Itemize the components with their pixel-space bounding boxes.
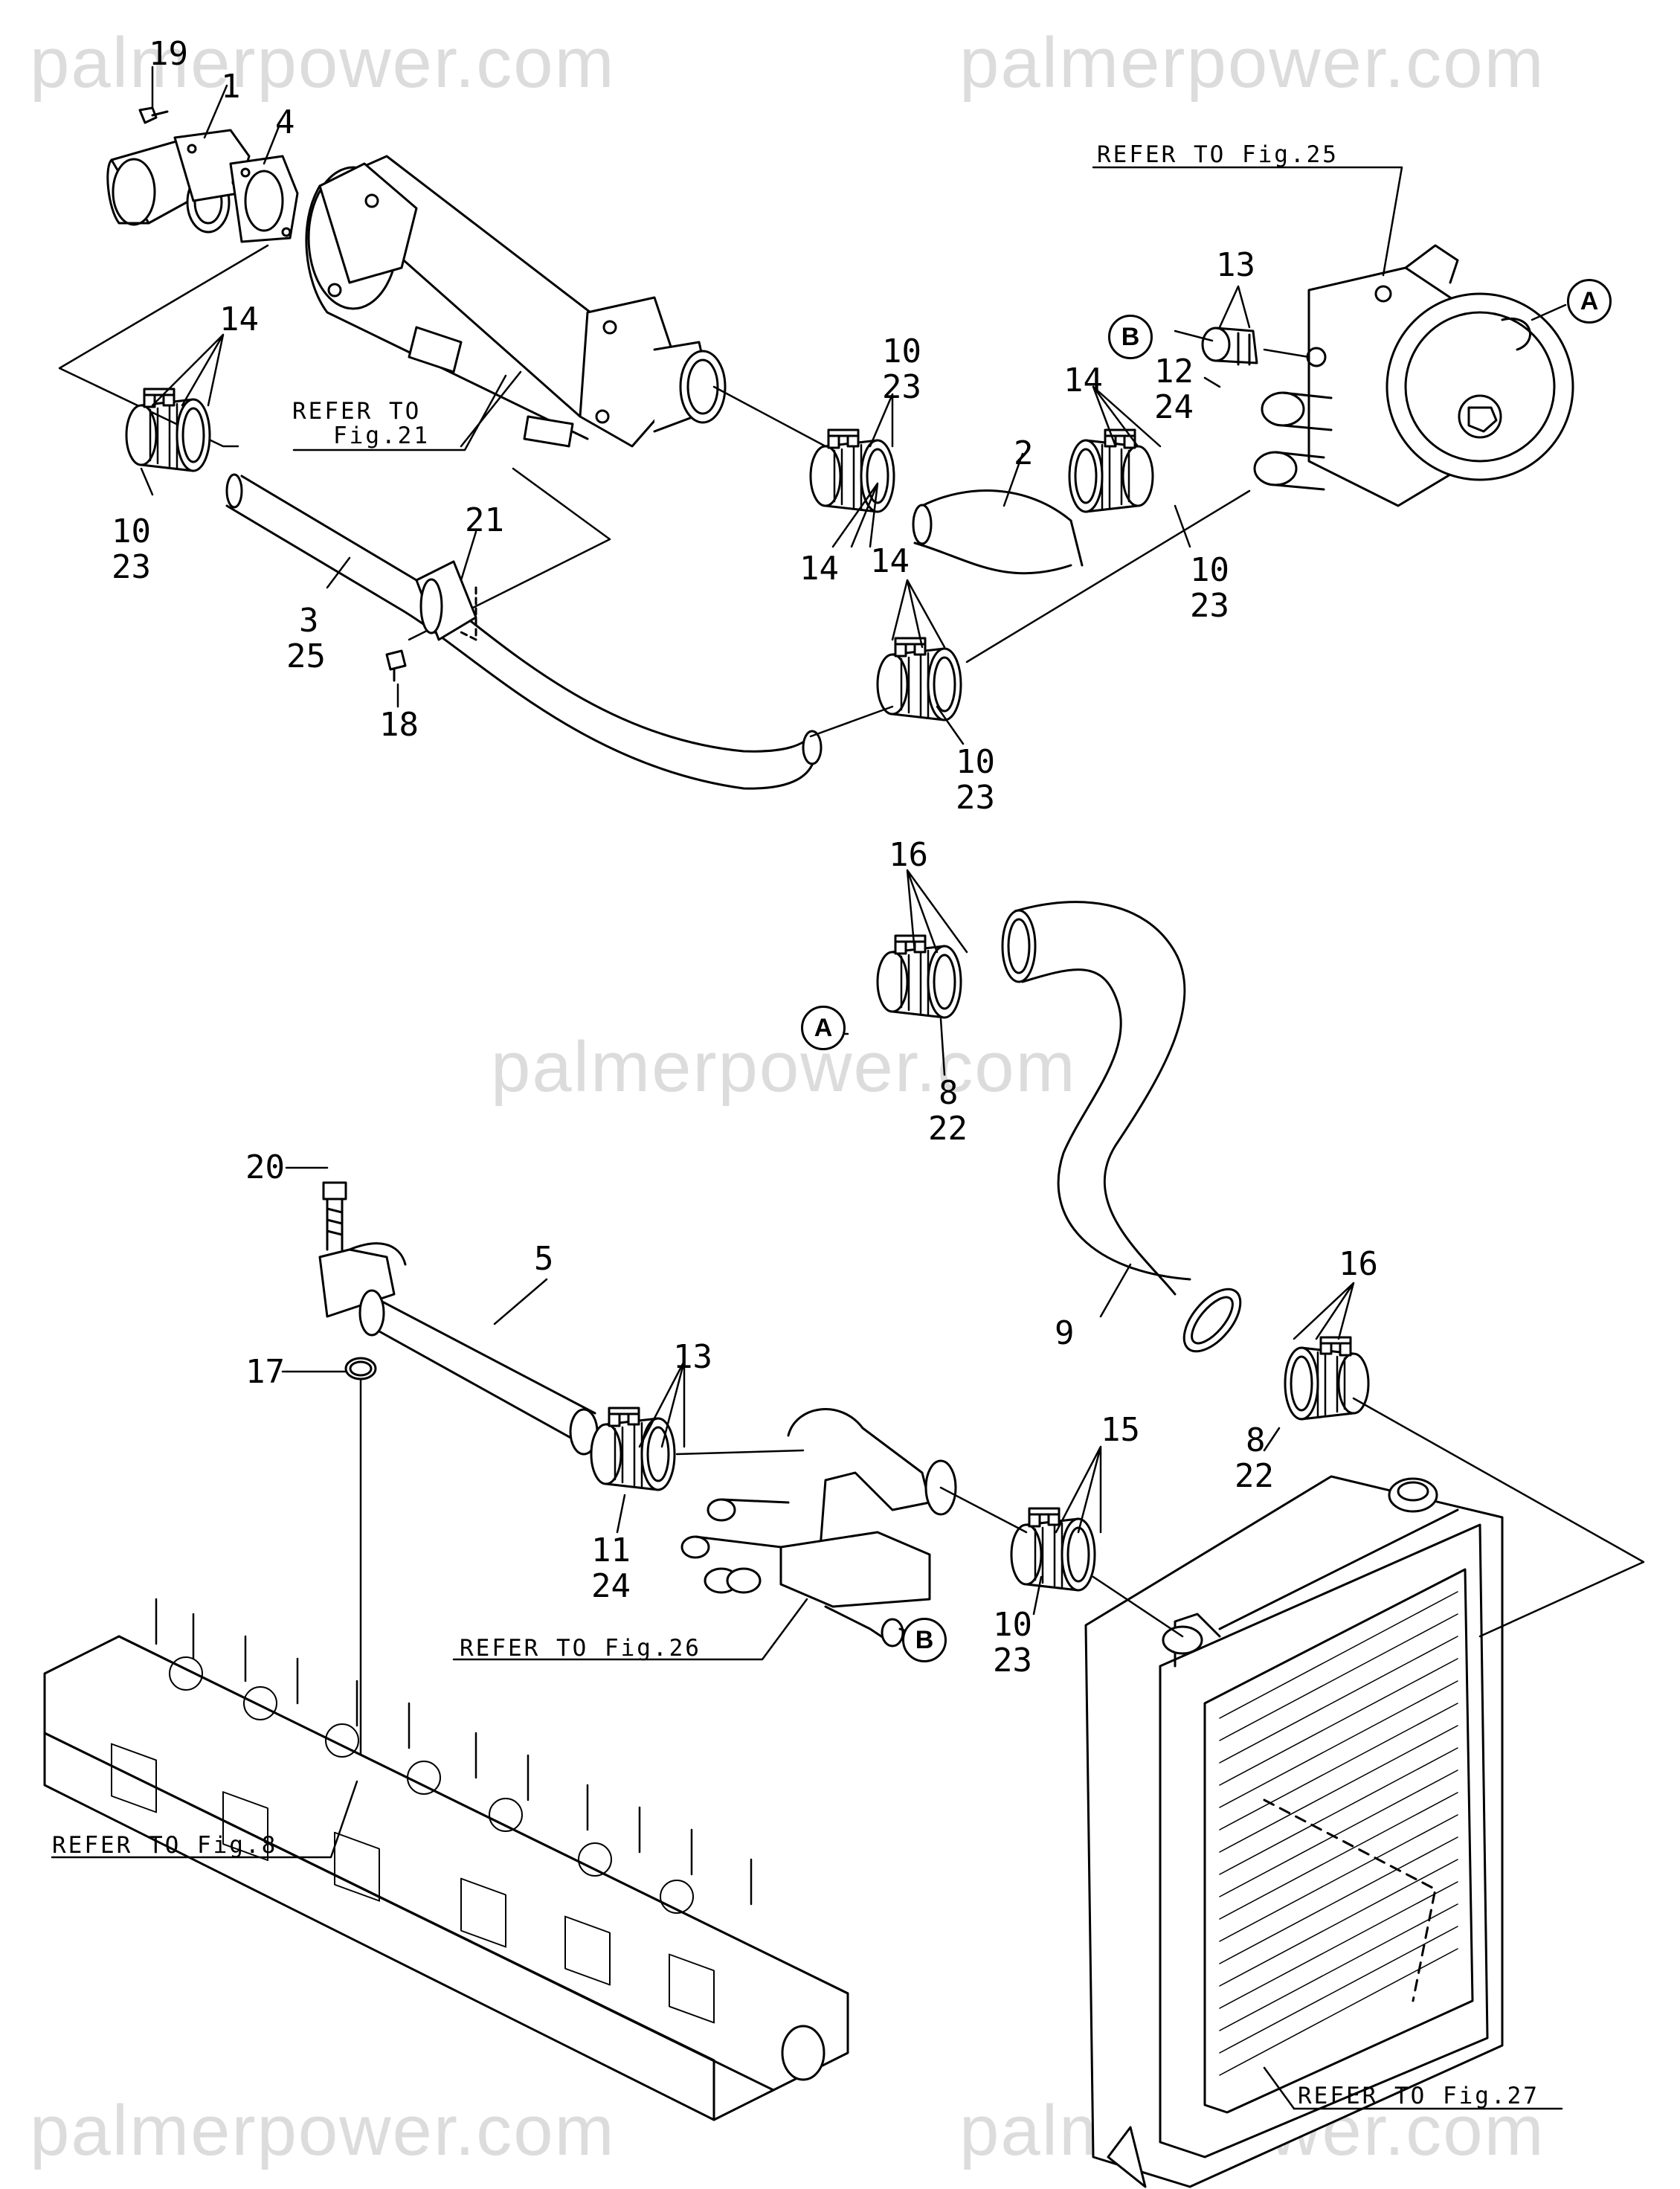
connector-a-mid: A (801, 1006, 846, 1050)
oil-cooler (305, 155, 727, 448)
part-22-lower: 22 (1235, 1457, 1274, 1495)
part-23-mid: 23 (882, 368, 921, 406)
hose-9 (1001, 901, 1242, 1353)
part-17: 17 (245, 1353, 285, 1391)
watermark-top-right: palmerpower.com (959, 23, 1545, 103)
clamp-13-lower (590, 1407, 676, 1491)
part-3: 3 (299, 602, 319, 640)
clamp-16-lower (1284, 1336, 1370, 1421)
part-10-bottom: 10 (993, 1606, 1032, 1644)
watermark-bottom-left: palmerpower.com (30, 2091, 616, 2170)
reference-fig26: REFER TO Fig.26 (460, 1635, 701, 1662)
part-13-top: 13 (1216, 246, 1255, 284)
clamp-16-top (876, 934, 962, 1019)
sleeve-21 (415, 560, 477, 641)
connector-b-top: B (1108, 315, 1153, 359)
part-8-lower: 8 (1246, 1421, 1266, 1459)
bolt-18 (385, 649, 407, 682)
fitting-12 (1201, 327, 1310, 366)
outlet-elbow (106, 129, 251, 234)
cylinder-head (43, 1598, 849, 2121)
part-11: 11 (591, 1531, 631, 1569)
part-5: 5 (534, 1240, 554, 1278)
clamp-14-top-left (125, 388, 211, 472)
part-10-left: 10 (112, 512, 151, 550)
part-10-right: 10 (1190, 551, 1229, 589)
connector-b-bottom: B (902, 1618, 947, 1662)
watermark-top-left: palmerpower.com (30, 23, 616, 103)
hose-2 (912, 489, 1084, 575)
part-12: 12 (1154, 353, 1194, 390)
part-10-lower: 10 (956, 743, 995, 781)
water-pump (1253, 244, 1574, 507)
part-24-lower: 24 (591, 1567, 631, 1605)
part-4: 4 (275, 103, 295, 141)
clamp-10-23-mid (809, 428, 895, 513)
clamp-14-right (1068, 428, 1154, 513)
part-21: 21 (465, 501, 504, 539)
reference-fig27: REFER TO Fig.27 (1298, 2083, 1539, 2109)
part-23-right: 23 (1190, 587, 1229, 625)
part-18: 18 (379, 706, 419, 744)
part-14-right: 14 (1063, 361, 1103, 399)
thermostat-housing (680, 1408, 957, 1648)
part-25: 25 (286, 637, 326, 675)
watermark-center: palmerpower.com (491, 1027, 1077, 1107)
part-2: 2 (1014, 434, 1034, 472)
reference-fig21-line2: Fig.21 (333, 422, 430, 449)
part-23-bottom: 23 (993, 1642, 1032, 1679)
part-20: 20 (245, 1148, 285, 1186)
part-15: 15 (1101, 1411, 1140, 1449)
radiator (1084, 1475, 1504, 2188)
connector-a-top: A (1567, 279, 1612, 324)
part-22-top: 22 (928, 1110, 968, 1148)
part-14-top-left: 14 (219, 300, 259, 338)
part-9: 9 (1055, 1314, 1075, 1352)
part-23-left: 23 (112, 548, 151, 586)
part-19: 19 (149, 35, 188, 73)
part-23-lower: 23 (956, 779, 995, 817)
part-13-lower: 13 (673, 1338, 712, 1376)
part-14-mid: 14 (799, 550, 839, 588)
part-16-top: 16 (889, 836, 928, 874)
part-leaders (140, 65, 1567, 1642)
part-1: 1 (221, 68, 241, 106)
bolt-19 (138, 106, 169, 124)
part-16-lower: 16 (1339, 1245, 1378, 1283)
gasket (229, 155, 299, 243)
reference-fig8: REFER TO Fig.8 (52, 1832, 278, 1859)
part-8-top: 8 (939, 1074, 959, 1112)
o-ring-17 (344, 1357, 377, 1380)
part-14-lower: 14 (870, 542, 910, 580)
part-10-mid: 10 (882, 332, 921, 370)
reference-fig25: REFER TO Fig.25 (1097, 141, 1339, 168)
reference-fig21-line1: REFER TO (292, 398, 422, 425)
bolt-20 (322, 1181, 347, 1251)
part-24-top: 24 (1154, 388, 1194, 426)
